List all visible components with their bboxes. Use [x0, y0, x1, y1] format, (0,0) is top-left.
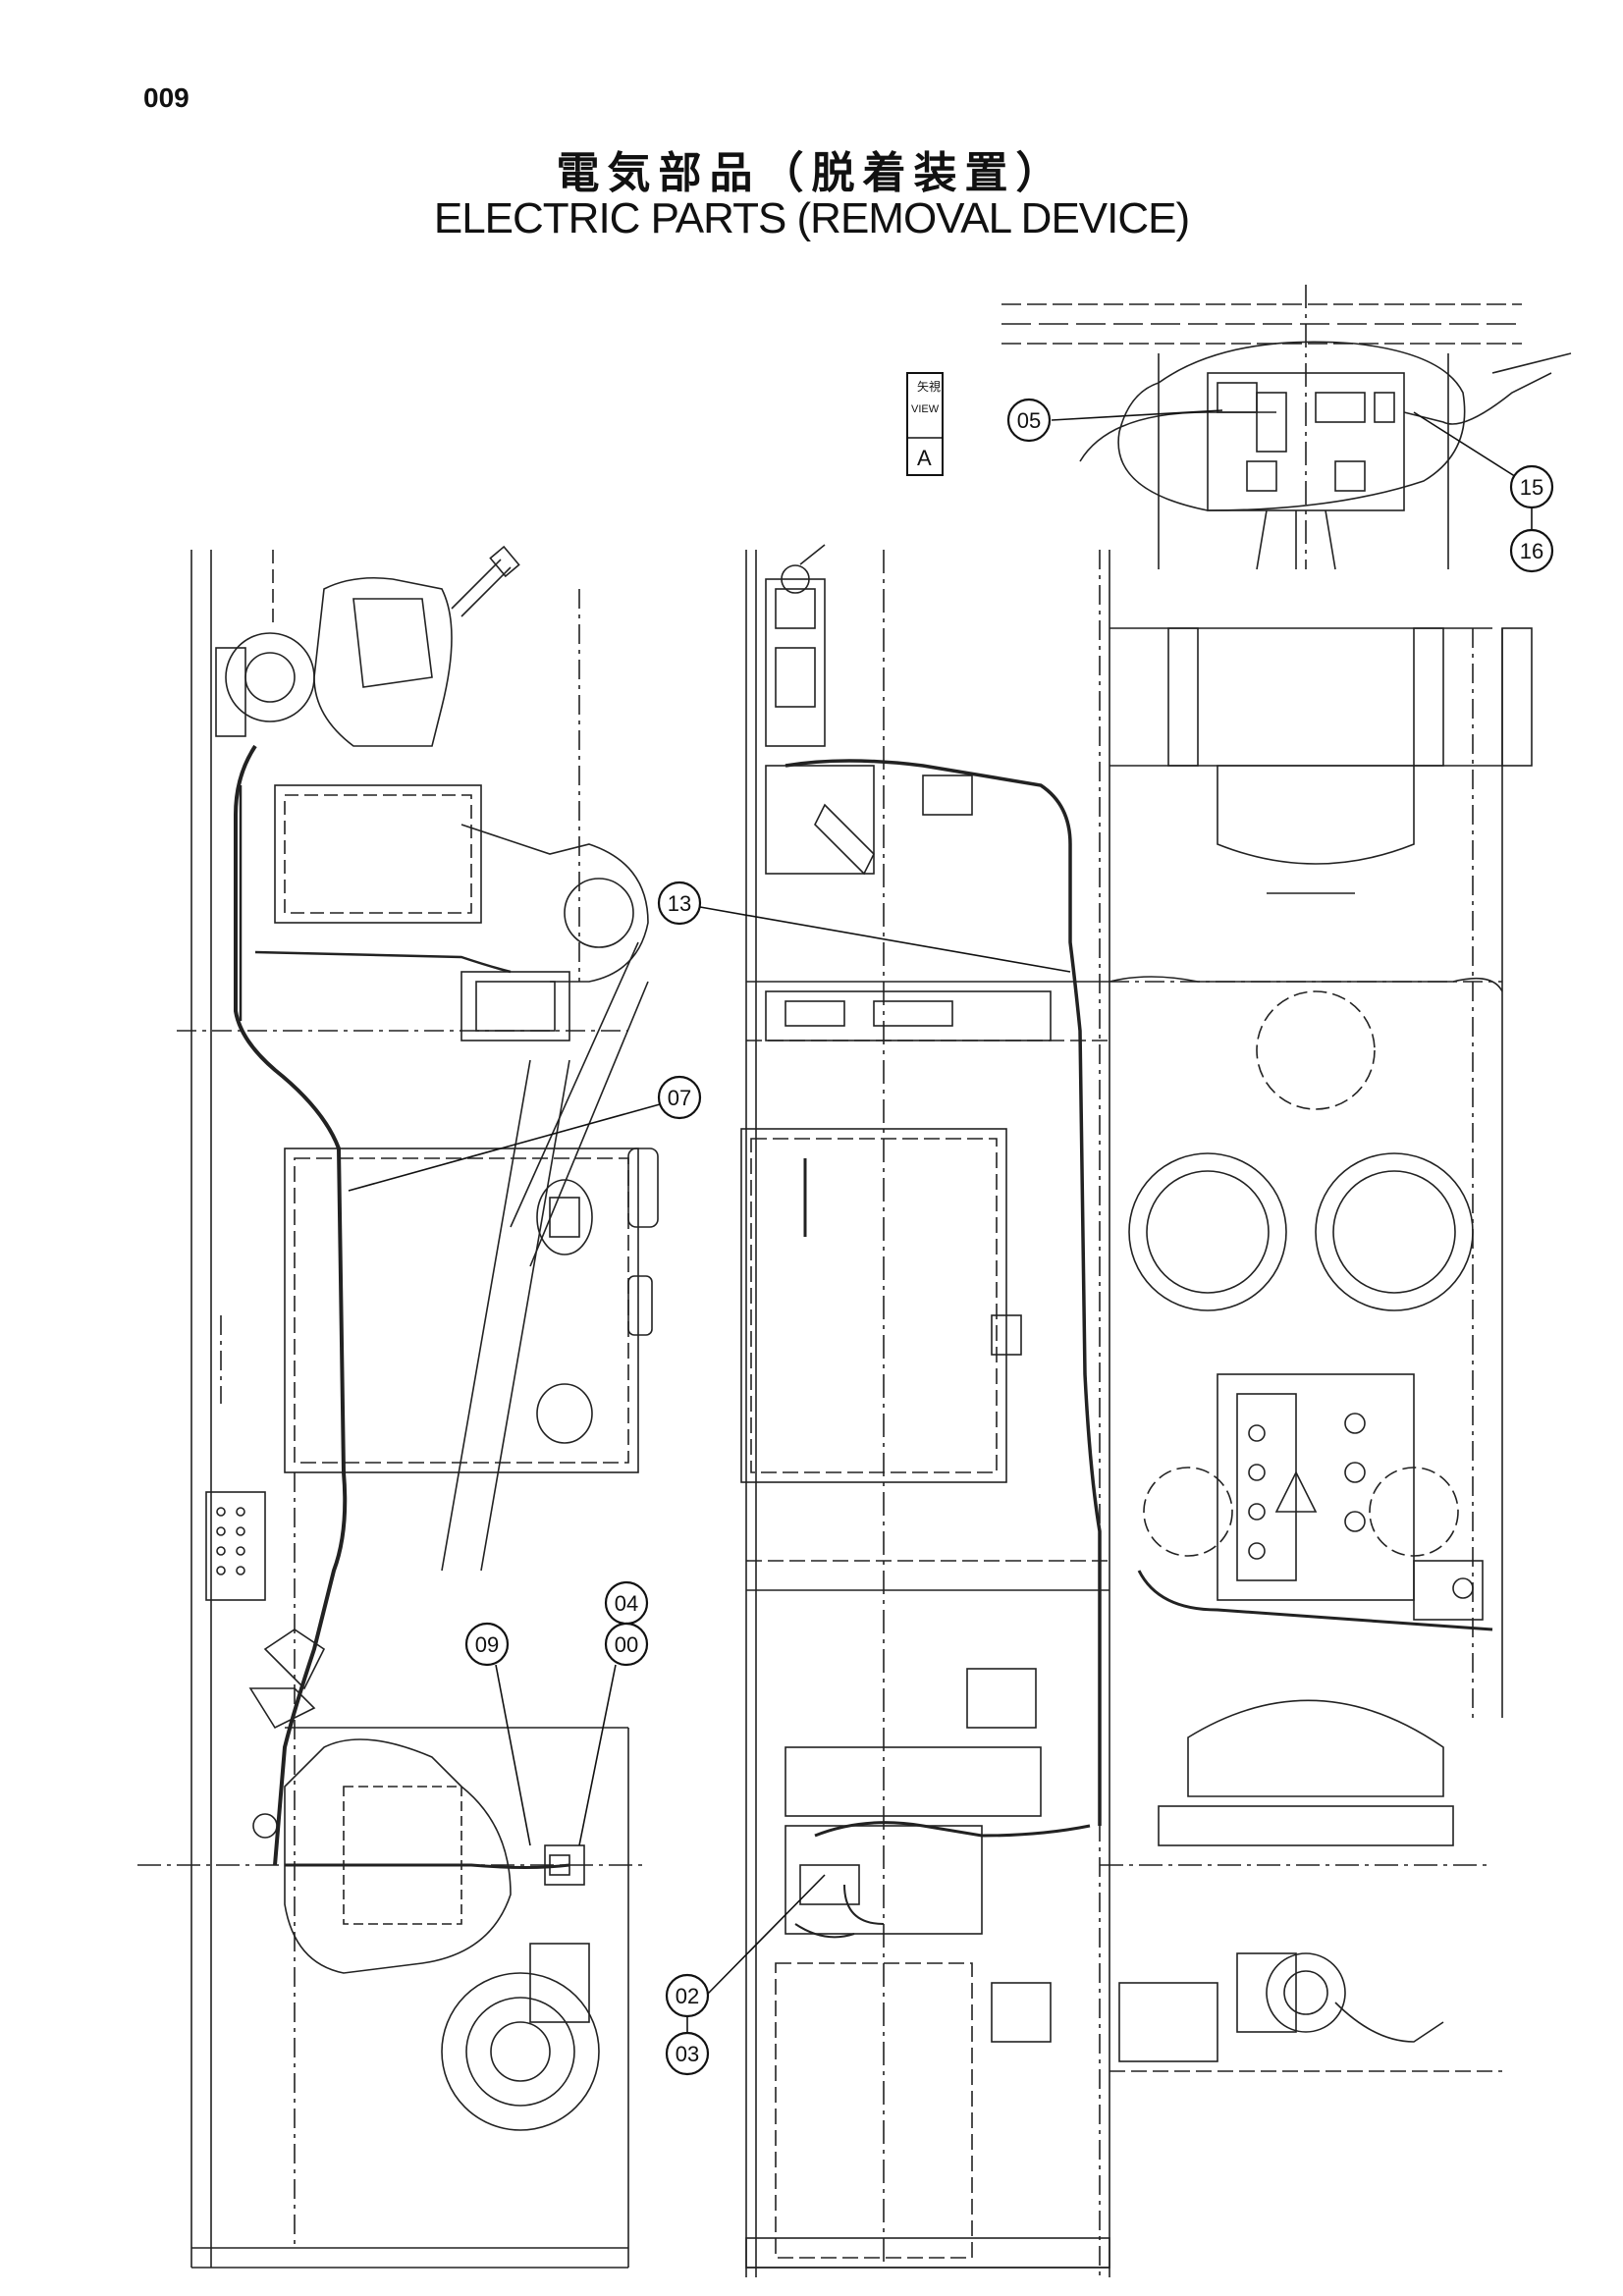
left-frame-assembly — [137, 545, 659, 2269]
title-japanese: 電気部品（脱着装置） — [556, 148, 1067, 198]
leader-lines — [348, 409, 1533, 2032]
view-jp-text: 矢視 — [917, 379, 941, 394]
callout-02: 02 — [665, 1973, 710, 2018]
callout-07-label: 07 — [668, 1086, 691, 1110]
callout-00-label: 00 — [615, 1632, 638, 1657]
view-a-detail — [1001, 285, 1572, 570]
callout-15-label: 15 — [1520, 475, 1543, 500]
view-en-text: VIEW — [911, 403, 940, 415]
title-english: ELECTRIC PARTS (REMOVAL DEVICE) — [433, 194, 1190, 242]
page-number: 009 — [143, 82, 189, 113]
middle-frame-assembly — [740, 544, 1110, 2277]
callout-05-label: 05 — [1017, 408, 1041, 433]
callout-15: 15 — [1509, 464, 1554, 509]
callout-03-label: 03 — [676, 2042, 699, 2066]
callout-09: 09 — [464, 1622, 510, 1667]
callout-13: 13 — [657, 881, 702, 926]
callout-16-label: 16 — [1520, 539, 1543, 563]
view-a-label: 矢視 VIEW A — [906, 372, 944, 476]
callout-07: 07 — [657, 1075, 702, 1120]
right-frame-assembly — [1100, 627, 1533, 2072]
callout-03: 03 — [665, 2031, 710, 2076]
callout-16: 16 — [1509, 528, 1554, 573]
callout-04-label: 04 — [615, 1591, 638, 1616]
view-letter-text: A — [917, 446, 932, 470]
callout-02-label: 02 — [676, 1984, 699, 2008]
callout-04: 04 — [604, 1580, 649, 1626]
callout-05: 05 — [1006, 398, 1052, 443]
callout-09-label: 09 — [475, 1632, 499, 1657]
callout-00: 00 — [604, 1622, 649, 1667]
callout-13-label: 13 — [668, 891, 691, 916]
